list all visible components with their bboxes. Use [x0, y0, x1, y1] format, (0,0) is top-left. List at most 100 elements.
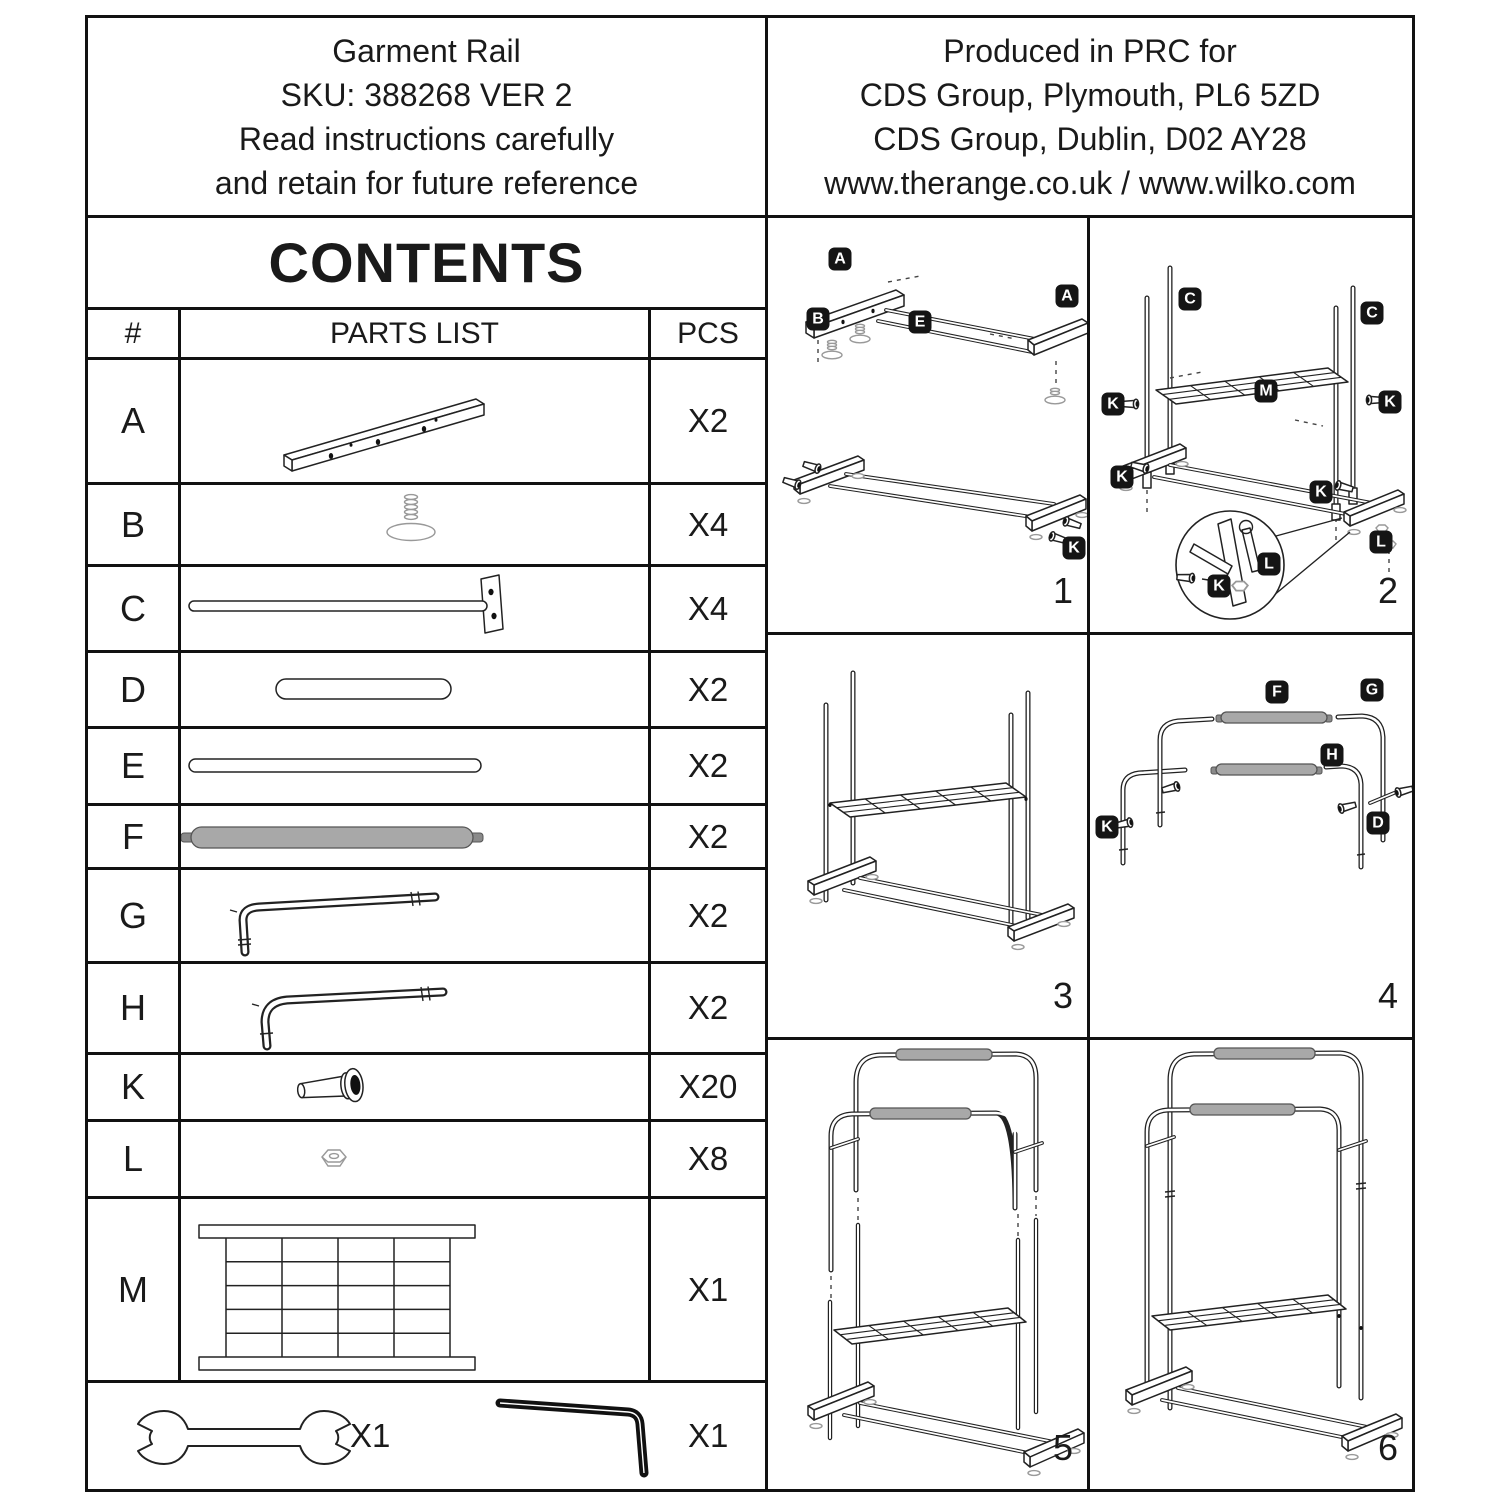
part-badge-K3: K: [1110, 465, 1134, 489]
parts-row-B: B X4: [88, 485, 765, 567]
part-id: G: [88, 870, 181, 961]
parts-row-H: H X2: [88, 964, 765, 1055]
step-number: 6: [1377, 1427, 1398, 1468]
part-id: H: [88, 964, 181, 1052]
notice-line-1: Read instructions carefully: [238, 120, 615, 157]
bolt-icon: [1130, 461, 1150, 474]
contents-title: CONTENTS: [88, 218, 765, 310]
foot-icon: [849, 323, 871, 344]
step-6-diagram: [1125, 1047, 1403, 1461]
step-4-diagram: [1114, 711, 1412, 870]
adjustable-foot-icon: [386, 493, 436, 542]
notice-line-2: and retain for future reference: [214, 164, 639, 201]
parts-row-K: K X20: [88, 1055, 765, 1122]
open-end-wrench-icon: [137, 1410, 351, 1465]
part-badge-C2: C: [1360, 301, 1384, 325]
part-id: L: [88, 1122, 181, 1196]
parts-table-header: # PARTS LIST PCS: [88, 310, 765, 360]
producer-line-2: CDS Group, Plymouth, PL6 5ZD: [859, 76, 1321, 113]
producer-line-1: Produced in PRC for: [943, 32, 1237, 69]
step-3-diagram: [807, 670, 1075, 951]
part-id: B: [88, 485, 181, 564]
foot-icon: [821, 339, 843, 360]
producer-websites: www.therange.co.uk / www.wilko.com: [824, 164, 1356, 201]
parts-row-M: M X1: [88, 1199, 765, 1383]
part-badge-K: K: [1101, 392, 1125, 416]
parts-row-G: G X2: [88, 870, 765, 964]
part-qty: X2: [687, 402, 729, 439]
step-6: 6: [1090, 1040, 1412, 1489]
hook-tube-with-plate-icon: [188, 574, 504, 634]
part-qty: X2: [687, 896, 729, 934]
part-badge-L: L: [1369, 530, 1393, 554]
bolt-icon: [1337, 801, 1357, 814]
bolt-icon: [1394, 785, 1412, 798]
part-qty: X1: [687, 1270, 729, 1308]
part-badge-A2: A: [1055, 284, 1079, 308]
step-5: 5: [768, 1040, 1090, 1489]
bolt-icon: [1176, 572, 1196, 584]
part-badge-F: F: [1265, 680, 1289, 704]
parts-row-D: D X2: [88, 653, 765, 729]
step-4: F G H K D 4: [1090, 635, 1412, 1040]
part-qty: X20: [678, 1068, 738, 1105]
part-id: A: [88, 360, 181, 482]
part-badge-B: B: [806, 307, 830, 331]
part-qty: X2: [687, 989, 729, 1026]
part-badge-D: D: [1366, 811, 1390, 835]
left-panel: Garment Rail SKU: 388268 VER 2 Read inst…: [85, 15, 768, 1492]
part-qty: X4: [687, 505, 729, 543]
part-id: E: [88, 729, 181, 803]
parts-row-L: L X8: [88, 1122, 765, 1199]
step-2: C C K M K K K L L K 2: [1090, 218, 1412, 635]
socket-bolt-icon: [296, 1067, 364, 1103]
step-number: 1: [1052, 570, 1073, 611]
foam-covered-tube-icon: [181, 826, 484, 849]
part-id: M: [88, 1199, 181, 1380]
part-badge-A: A: [828, 247, 852, 271]
square-bar-with-holes-icon: [283, 398, 485, 472]
wire-mesh-shelf-icon: [198, 1224, 476, 1371]
part-id: C: [88, 567, 181, 650]
part-qty: X2: [687, 817, 729, 855]
tools-drawings: [137, 1398, 649, 1478]
wrench-qty: X1: [350, 1417, 391, 1454]
part-badge-H: H: [1320, 743, 1344, 767]
parts-table: # PARTS LIST PCS A X2: [88, 310, 765, 1489]
right-panel: Produced in PRC for CDS Group, Plymouth,…: [765, 15, 1415, 1492]
step-1: A B E A K 1: [768, 218, 1090, 635]
part-badge-G: G: [1360, 678, 1384, 702]
foot-icon: [1044, 387, 1066, 405]
part-badge-K: K: [1062, 536, 1086, 560]
part-badge-L2: L: [1257, 552, 1281, 576]
step-2-diagram: [1117, 265, 1407, 620]
step-1-diagram: [782, 275, 1087, 545]
part-id: K: [88, 1055, 181, 1119]
parts-row-F: F X2: [88, 806, 765, 870]
part-qty: X4: [687, 589, 729, 627]
bolt-icon: [802, 460, 822, 475]
corner-tube-short-arm-icon: [251, 986, 448, 1051]
bolt-icon: [1062, 515, 1082, 530]
step-number: 2: [1377, 570, 1398, 611]
nut-icon: [1230, 580, 1250, 592]
step-3: 3: [768, 635, 1090, 1040]
step-number: 4: [1377, 975, 1398, 1016]
part-badge-M: M: [1254, 379, 1278, 403]
parts-row-A: A X2: [88, 360, 765, 485]
short-tube-icon: [275, 678, 452, 700]
allen-key-qty: X1: [688, 1417, 729, 1454]
bolt-icon: [1334, 480, 1354, 493]
step-number: 5: [1052, 1427, 1073, 1468]
part-qty: X8: [687, 1140, 729, 1177]
part-badge-C: C: [1178, 287, 1202, 311]
part-badge-E: E: [908, 310, 932, 334]
part-badge-K4: K: [1309, 480, 1333, 504]
sku-line: SKU: 388268 VER 2: [280, 76, 573, 113]
product-title: Garment Rail: [332, 32, 521, 69]
part-badge-K5: K: [1207, 574, 1231, 598]
parts-row-C: C X4: [88, 567, 765, 653]
bolt-icon: [782, 476, 802, 491]
hex-nut-icon: [321, 1149, 347, 1167]
part-id: F: [88, 806, 181, 867]
